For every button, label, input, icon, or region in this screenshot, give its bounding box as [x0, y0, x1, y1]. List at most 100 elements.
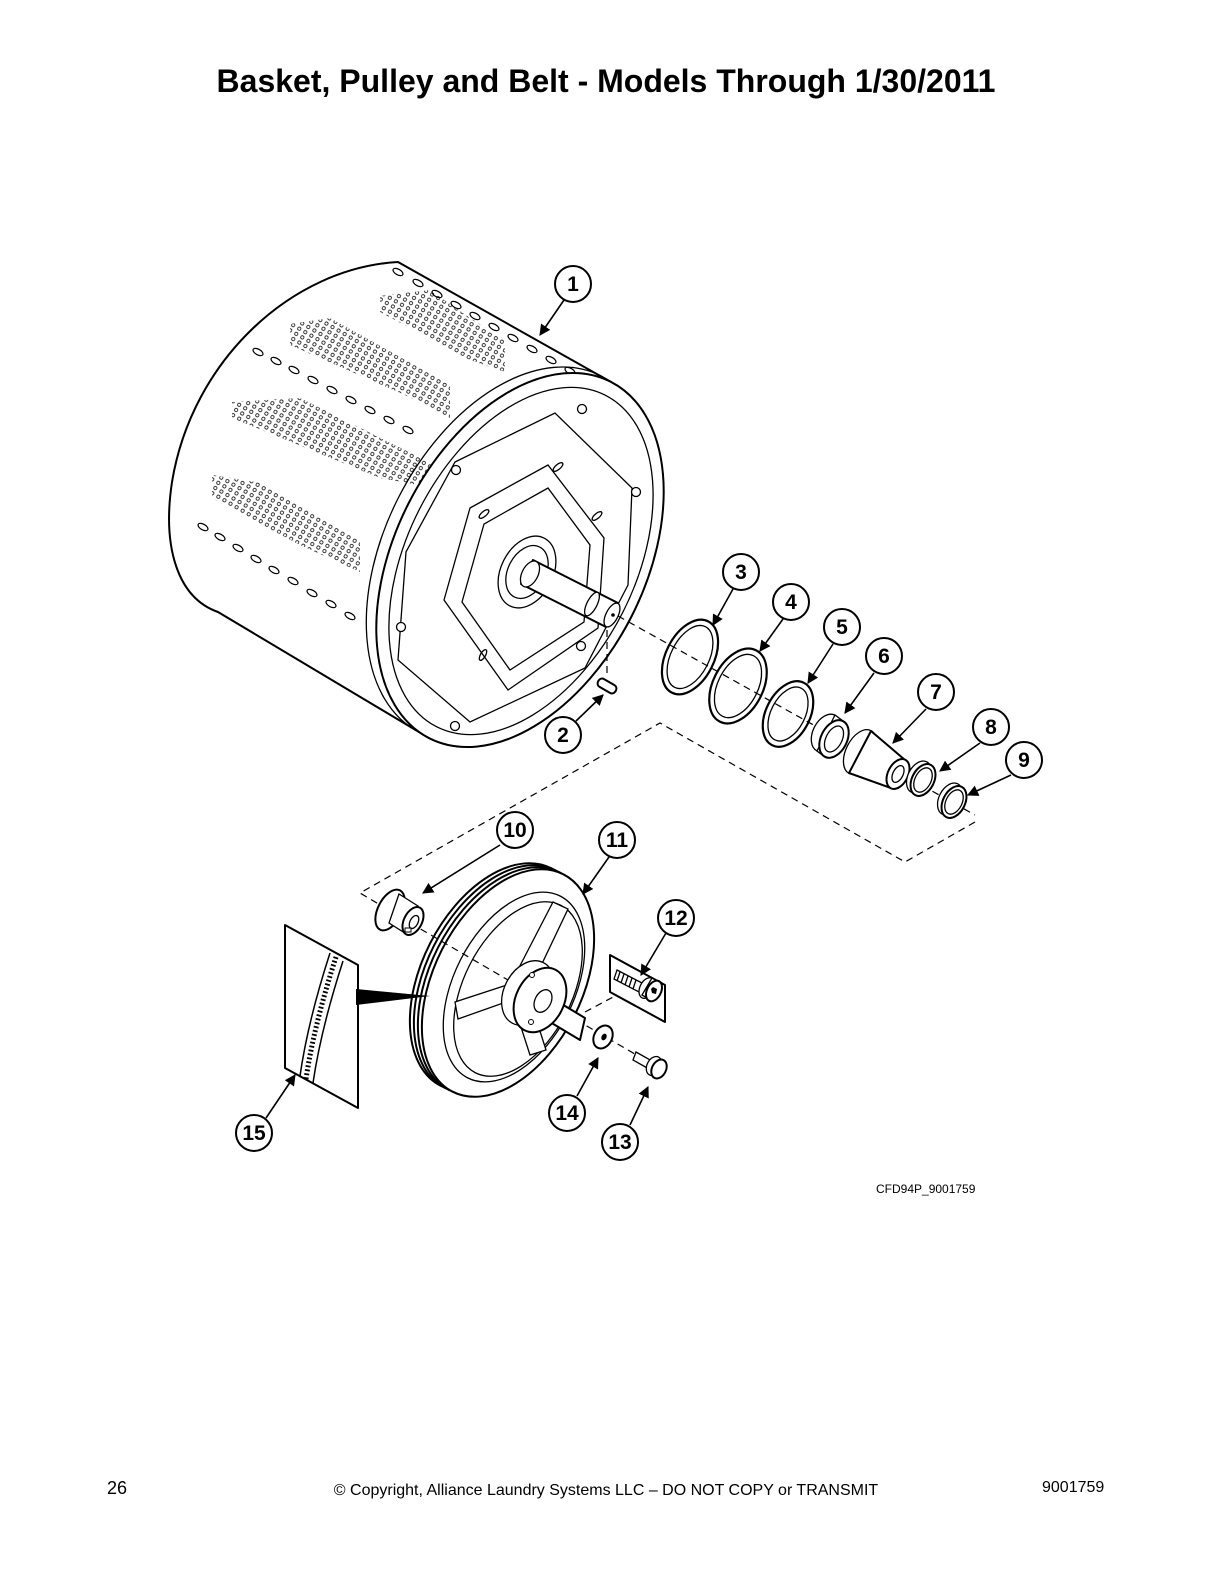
leader-arrow [844, 672, 875, 714]
rim-bolt [450, 464, 462, 476]
shaft-key [596, 677, 618, 695]
rim-bolt [449, 720, 461, 732]
leader-arrow [807, 643, 834, 684]
callout-number: 15 [242, 1122, 266, 1145]
perforation-field [232, 398, 445, 490]
hub-bore [533, 989, 553, 1013]
hub-hole [529, 972, 535, 978]
callout-circle [657, 899, 695, 937]
belt-edge [299, 952, 331, 1077]
callout-circle [601, 1123, 639, 1161]
callout-6: 6 [844, 637, 903, 714]
leader-arrow [422, 844, 501, 894]
sleeve-bore [891, 765, 905, 783]
callout-number: 10 [503, 819, 526, 842]
front-plate-hex-outer [443, 464, 605, 691]
plate-slots [478, 462, 603, 661]
leader-arrow [939, 742, 981, 772]
hub-hole [528, 1019, 534, 1025]
setscrew-inset-12 [609, 954, 666, 1023]
callout-13: 13 [601, 1085, 649, 1161]
callout-circle [722, 553, 760, 591]
callout-circle [554, 265, 592, 303]
callout-circle [772, 583, 810, 621]
leader-arrow [966, 774, 1012, 796]
plate-slot [478, 509, 490, 519]
drum-shell [168, 261, 612, 739]
ring-front [940, 785, 968, 819]
ring-front [909, 763, 937, 797]
callout-5: 5 [807, 608, 861, 684]
callout-15: 15 [235, 1074, 296, 1152]
callout-circle [548, 1094, 586, 1132]
figure-code: CFD94P_9001759 [876, 1182, 976, 1196]
taper-bushing-10 [374, 888, 425, 936]
callout-4: 4 [759, 583, 810, 652]
front-plate-hex-inner [461, 487, 591, 671]
leader-arrow [265, 1074, 296, 1119]
bushing-keyway [404, 927, 412, 933]
leader-arrow [582, 856, 610, 895]
callout-number: 2 [557, 724, 569, 747]
leader-arrow [892, 708, 927, 744]
page-title: Basket, Pulley and Belt - Models Through… [216, 63, 996, 99]
callout-number: 12 [664, 907, 687, 930]
callout-12: 12 [640, 899, 695, 976]
rim-bolt [630, 486, 642, 498]
callout-11: 11 [582, 821, 636, 895]
callouts: 1 2 3 4 5 6 7 [235, 265, 1043, 1161]
setscrew-centerline [584, 995, 616, 1013]
callout-number: 5 [836, 616, 848, 639]
callout-9: 9 [966, 741, 1043, 796]
callout-number: 4 [785, 591, 797, 614]
callout-circle [865, 637, 903, 675]
ring-bore [944, 789, 964, 815]
belt-inset-15 [284, 924, 430, 1109]
bushing-6 [810, 713, 850, 759]
ring-outer [708, 647, 768, 725]
drum-perforations [212, 290, 505, 572]
callout-number: 7 [930, 681, 942, 704]
callout-circle [917, 673, 955, 711]
washer-14 [592, 1024, 614, 1050]
callout-3: 3 [712, 553, 760, 626]
seal-ring-4 [708, 647, 768, 725]
ring-outer [660, 618, 720, 696]
ring-8 [905, 760, 937, 797]
leader-arrow [539, 299, 565, 336]
seal-ring-3 [660, 618, 720, 696]
copyright-notice: © Copyright, Alliance Laundry Systems LL… [333, 1482, 879, 1499]
leader-arrow [576, 1057, 599, 1097]
perforation-field [212, 475, 360, 572]
page-number: 26 [107, 1478, 128, 1498]
basket-drum [168, 261, 665, 749]
perforation-field [380, 290, 505, 372]
drum-front-rim-inner [388, 386, 654, 736]
shaft-collar [519, 560, 541, 588]
ring-9 [936, 782, 968, 819]
callout-14: 14 [548, 1057, 599, 1132]
callout-circle [235, 1114, 273, 1152]
screw-threads [616, 971, 637, 990]
callout-number: 11 [606, 829, 629, 852]
callout-number: 1 [567, 273, 579, 296]
ring-inner [713, 653, 763, 719]
assembly-envelope [358, 722, 976, 907]
shaft-center-hole [611, 613, 615, 617]
ring-inner [666, 624, 714, 690]
plate-slot [478, 649, 488, 661]
callout-2: 2 [544, 694, 604, 754]
callout-circle [972, 708, 1010, 746]
bolt-head-front [650, 1058, 668, 1080]
callout-1: 1 [539, 265, 592, 336]
belt-teeth [303, 956, 339, 1080]
pulley-hub [500, 960, 586, 1041]
shaft-step [583, 591, 601, 617]
callout-circle [823, 608, 861, 646]
ring-inner [767, 686, 809, 742]
sleeve-7 [842, 729, 911, 790]
document-number: 9001759 [1042, 1479, 1105, 1496]
drive-shaft [497, 535, 621, 628]
callout-number: 9 [1018, 749, 1030, 772]
